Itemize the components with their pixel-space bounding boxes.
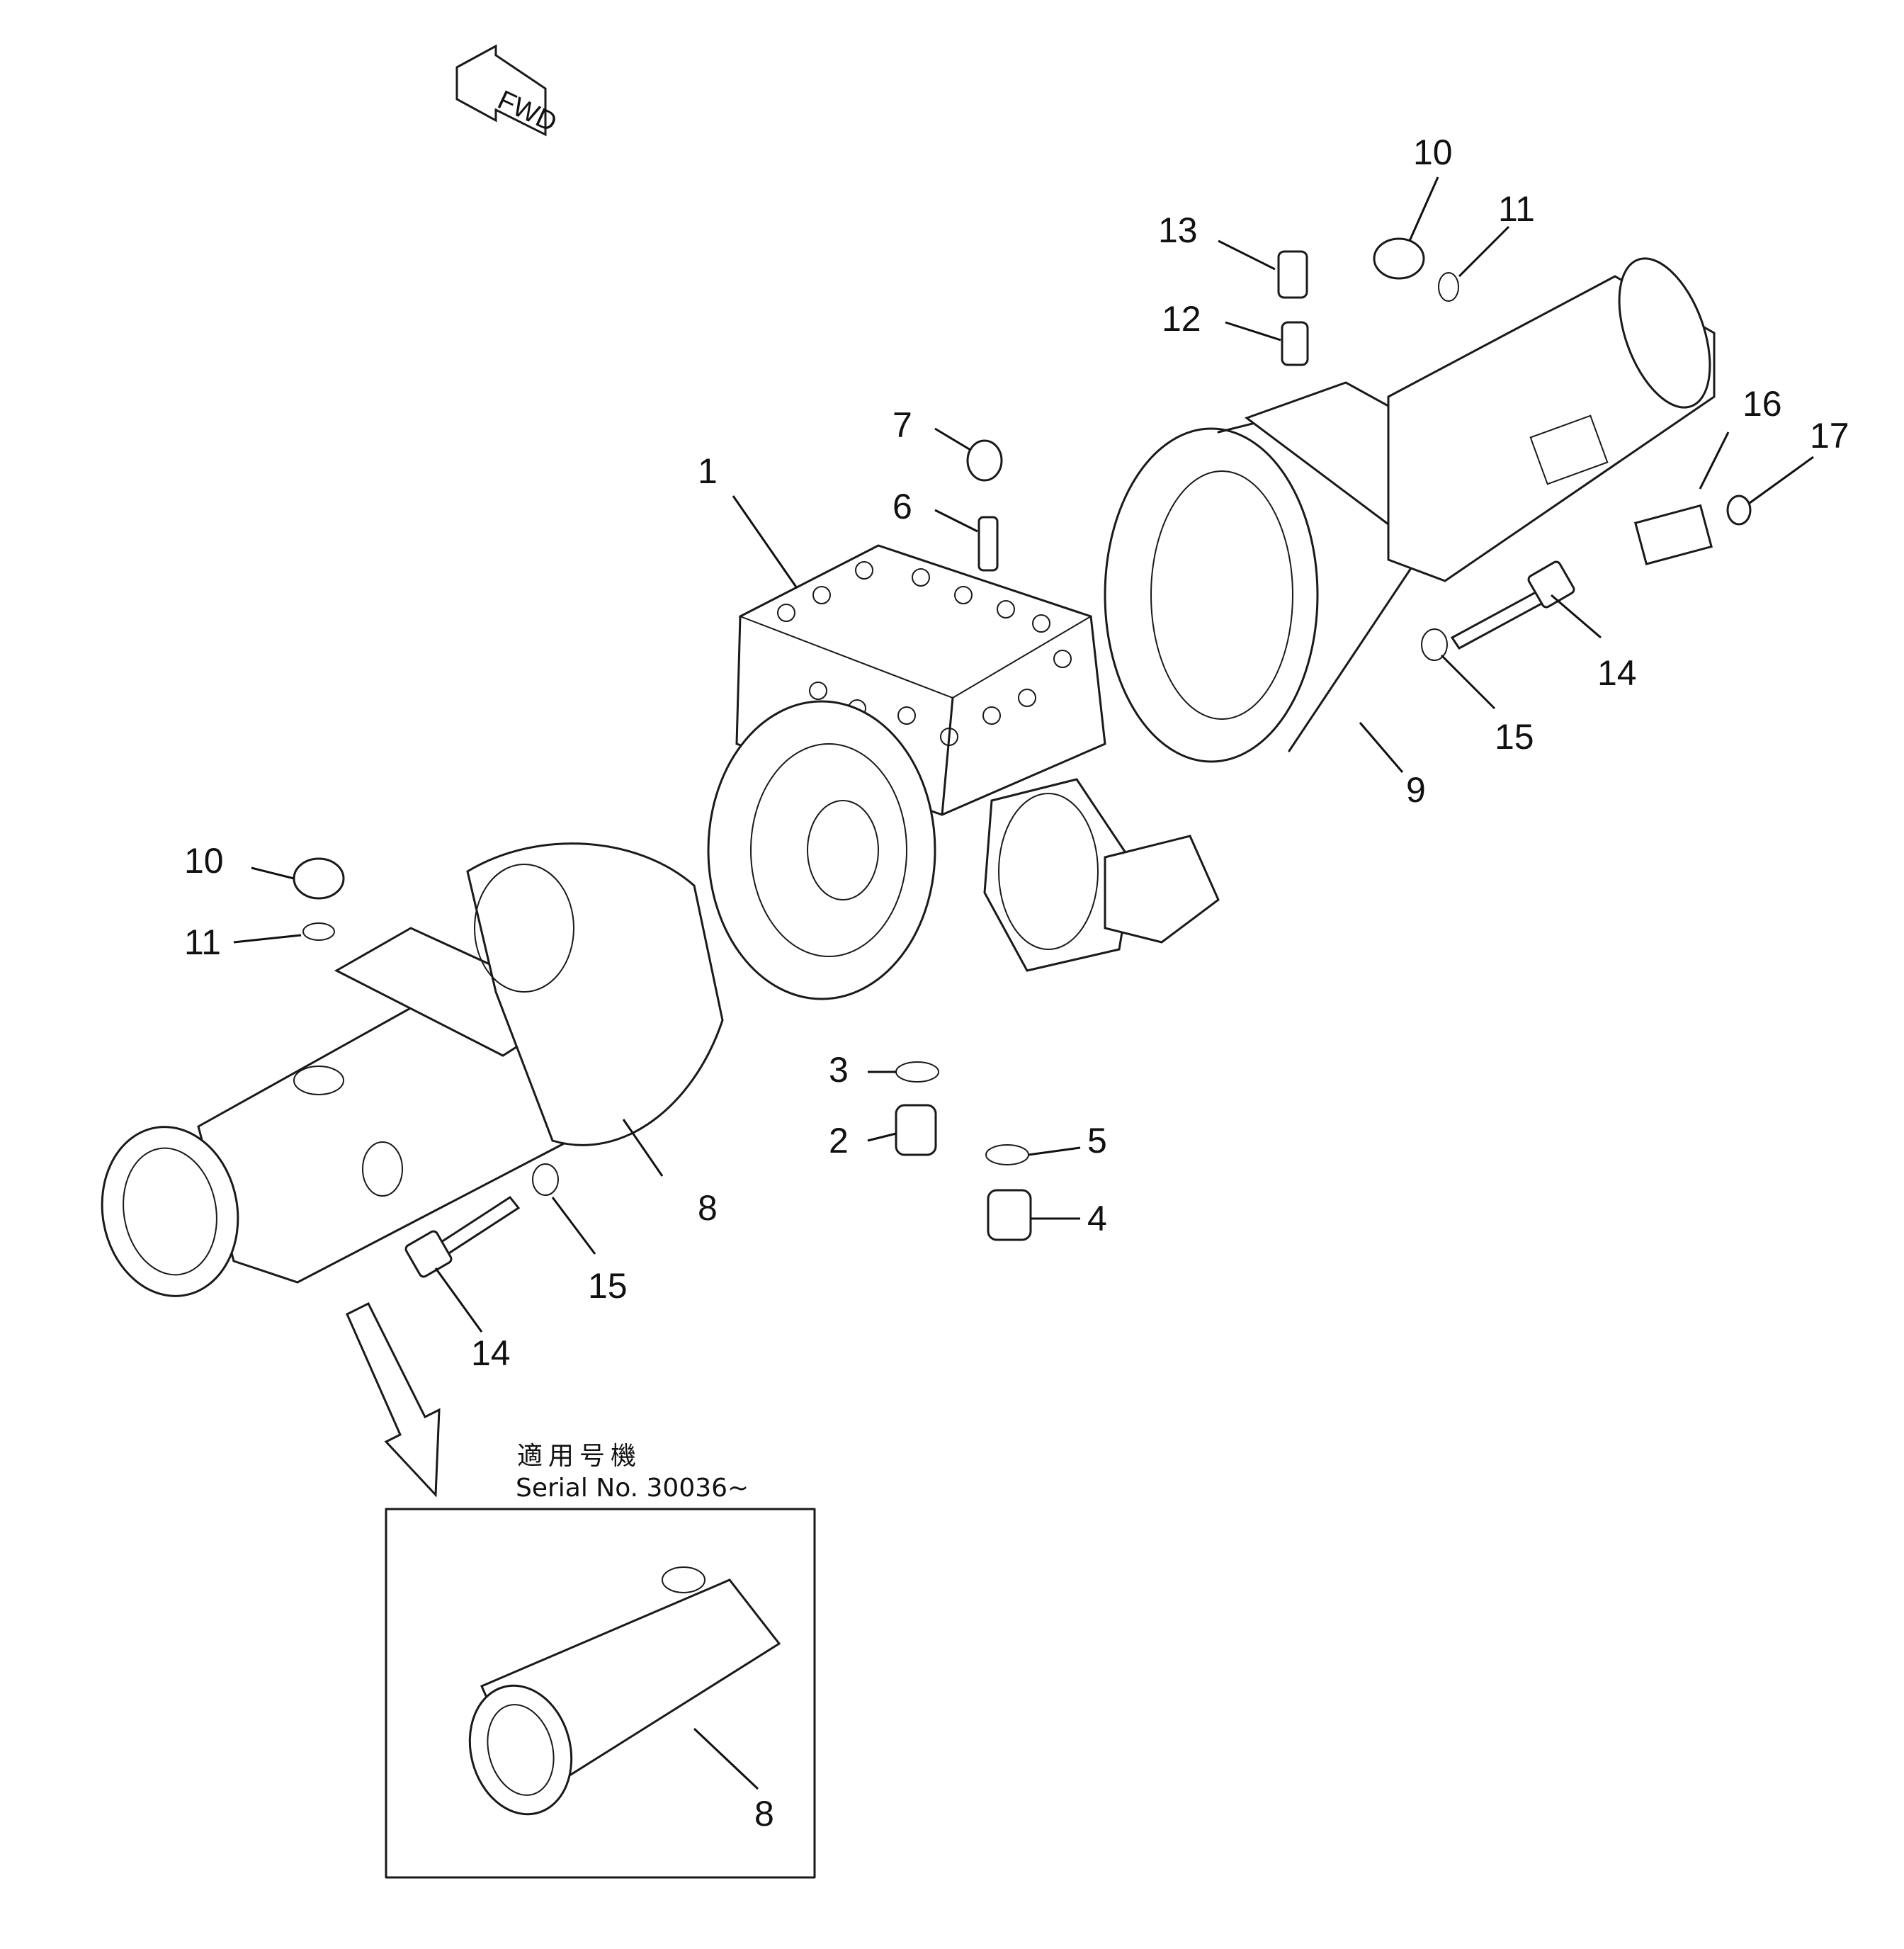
callout-6: 6 bbox=[892, 487, 912, 526]
left-axle-housing bbox=[101, 842, 724, 1297]
callout-7: 7 bbox=[892, 405, 912, 445]
inset-detail-box bbox=[385, 1508, 816, 1879]
callout-8-inset: 8 bbox=[754, 1794, 774, 1834]
callout-4: 4 bbox=[1087, 1199, 1107, 1238]
callout-13: 13 bbox=[1158, 210, 1198, 250]
callout-14-right: 14 bbox=[1597, 653, 1637, 693]
callout-16: 16 bbox=[1742, 384, 1782, 424]
callout-12: 12 bbox=[1162, 299, 1201, 339]
callout-5: 5 bbox=[1087, 1121, 1107, 1160]
callout-14-left: 14 bbox=[471, 1333, 511, 1373]
callout-9: 9 bbox=[1406, 770, 1426, 810]
callout-1: 1 bbox=[698, 451, 718, 491]
inset-title-jp: 適用号機 bbox=[517, 1442, 642, 1471]
plug-and-seals bbox=[293, 237, 1752, 1278]
callout-17: 17 bbox=[1810, 416, 1849, 456]
callout-10-right: 10 bbox=[1413, 132, 1453, 172]
callout-3: 3 bbox=[829, 1050, 849, 1090]
callout-11-left: 11 bbox=[184, 922, 221, 962]
differential-carrier bbox=[707, 544, 1220, 1000]
right-axle-housing bbox=[1104, 257, 1716, 763]
inset-serial-number: Serial No. 30036~ bbox=[516, 1474, 749, 1503]
callout-10-left: 10 bbox=[184, 841, 224, 881]
callout-2: 2 bbox=[829, 1121, 849, 1160]
callout-11-right: 11 bbox=[1498, 189, 1535, 229]
callout-8-left: 8 bbox=[698, 1188, 718, 1228]
fwd-arrow-icon: FWD bbox=[455, 44, 561, 138]
inset-pointer-arrow-icon bbox=[346, 1301, 441, 1498]
leader-lines bbox=[233, 176, 1814, 1790]
callout-15-left: 15 bbox=[588, 1266, 628, 1306]
callout-15-right: 15 bbox=[1495, 717, 1534, 757]
